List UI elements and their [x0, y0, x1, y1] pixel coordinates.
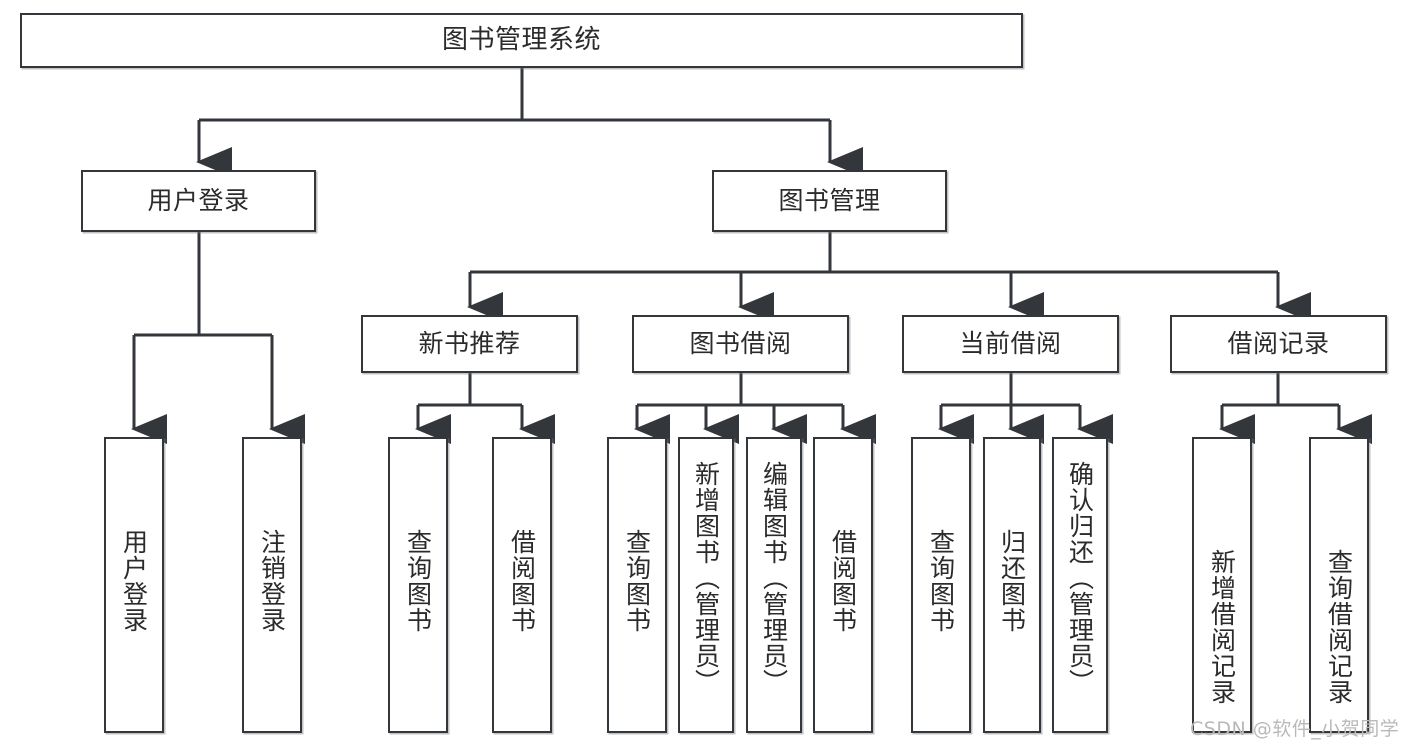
- leaf-logout-login[interactable]: 注销登录: [242, 437, 302, 733]
- leaf-return-book[interactable]: 归还图书: [983, 437, 1041, 733]
- node-new-book-recommend[interactable]: 新书推荐: [361, 315, 578, 373]
- watermark-text: CSDN @软件_小贺同学: [1190, 718, 1400, 740]
- leaf-label: 确认归还（管理员）: [1065, 461, 1095, 695]
- leaf-label: 编辑图书（管理员）: [759, 461, 789, 695]
- leaf-user-login[interactable]: 用户登录: [104, 437, 164, 733]
- leaf-add-book[interactable]: 新增图书（管理员）: [678, 437, 734, 733]
- node-user-login[interactable]: 用户登录: [81, 170, 316, 232]
- node-current-borrow[interactable]: 当前借阅: [902, 315, 1119, 373]
- leaf-confirm-return[interactable]: 确认归还（管理员）: [1052, 437, 1108, 733]
- leaf-label: 查询图书: [622, 529, 652, 633]
- node-root-system[interactable]: 图书管理系统: [20, 13, 1023, 68]
- leaf-edit-book[interactable]: 编辑图书（管理员）: [746, 437, 802, 733]
- node-book-management[interactable]: 图书管理: [712, 170, 947, 232]
- leaf-label: 查询图书: [403, 529, 433, 633]
- leaf-label: 查询图书: [926, 529, 956, 633]
- leaf-label: 借阅图书: [828, 529, 858, 633]
- leaf-label: 用户登录: [119, 529, 149, 633]
- leaf-query-book-borrow[interactable]: 查询图书: [607, 437, 667, 733]
- leaf-borrow-book-recommend[interactable]: 借阅图书: [492, 437, 552, 733]
- node-book-borrow[interactable]: 图书借阅: [632, 315, 849, 373]
- leaf-label: 新增借阅记录: [1207, 549, 1237, 705]
- leaf-label: 查询借阅记录: [1324, 549, 1354, 705]
- node-borrow-record[interactable]: 借阅记录: [1170, 315, 1387, 373]
- leaf-borrow-book-borrow[interactable]: 借阅图书: [813, 437, 873, 733]
- leaf-query-borrow-record[interactable]: 查询借阅记录: [1309, 437, 1369, 733]
- leaf-query-book-recommend[interactable]: 查询图书: [388, 437, 448, 733]
- leaf-add-borrow-record[interactable]: 新增借阅记录: [1192, 437, 1252, 733]
- leaf-label: 注销登录: [257, 529, 287, 633]
- leaf-label: 借阅图书: [507, 529, 537, 633]
- leaf-label: 归还图书: [997, 529, 1027, 633]
- leaf-label: 新增图书（管理员）: [691, 461, 721, 695]
- leaf-query-book-current[interactable]: 查询图书: [911, 437, 971, 733]
